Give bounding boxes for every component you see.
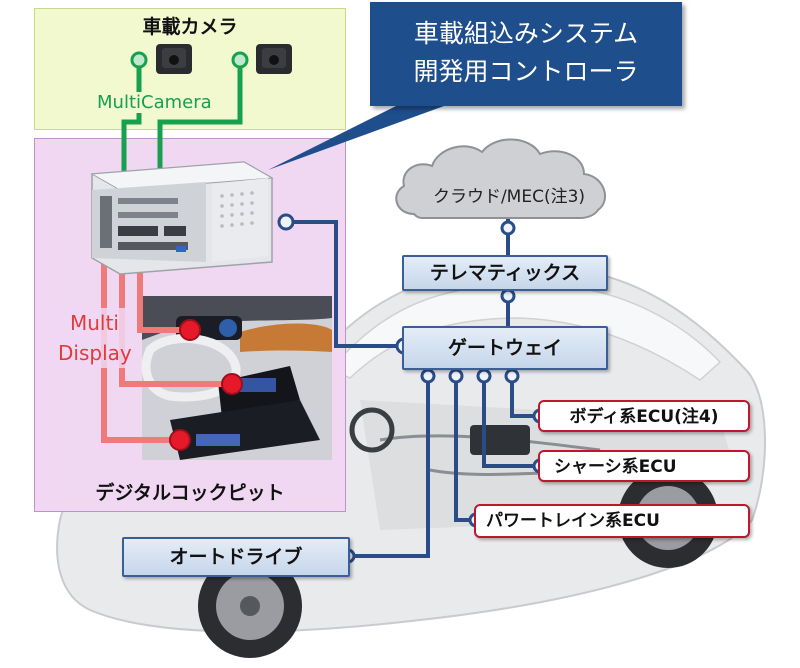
controller-callout-line1: 車載組込みシステム <box>413 19 639 48</box>
camera-icon <box>156 44 192 74</box>
display-cable-middle <box>119 262 232 387</box>
controller-device-icon <box>90 161 274 275</box>
multi-display-label: Multi Display <box>58 308 132 368</box>
display-endpoint-top <box>179 319 201 341</box>
cloud-label: クラウド/MEC(注3) <box>432 187 586 207</box>
body-ecu-box: ボディ系ECU(注4) <box>538 400 750 432</box>
telematics-box: テレマティックス <box>402 255 608 291</box>
display-endpoint-middle <box>221 373 243 395</box>
cockpit-section-title: デジタルコックピット <box>95 482 285 504</box>
display-endpoint-bottom <box>169 429 191 451</box>
multicamera-label: MultiCamera <box>94 92 215 113</box>
multi-display-label-line2: Display <box>58 341 132 365</box>
powertrain-ecu-box: パワートレイン系ECU <box>474 504 750 538</box>
camera-cable-right <box>157 51 249 172</box>
cloud-telematics-link <box>500 216 516 258</box>
controller-callout: 車載組込みシステム 開発用コントローラ <box>370 2 682 106</box>
controller-callout-line2: 開発用コントローラ <box>413 57 639 86</box>
gateway-box: ゲートウェイ <box>402 326 608 370</box>
chassis-ecu-box: シャーシ系ECU <box>538 450 750 482</box>
autodrive-box: オートドライブ <box>122 537 350 577</box>
cloud-icon <box>395 138 606 219</box>
front-wheel <box>198 554 302 658</box>
camera-section-title: 車載カメラ <box>142 16 238 38</box>
camera-icon <box>256 44 292 74</box>
display-cable-top <box>137 262 190 333</box>
multi-display-label-line1: Multi <box>70 311 119 335</box>
callout-pointer <box>268 106 444 170</box>
